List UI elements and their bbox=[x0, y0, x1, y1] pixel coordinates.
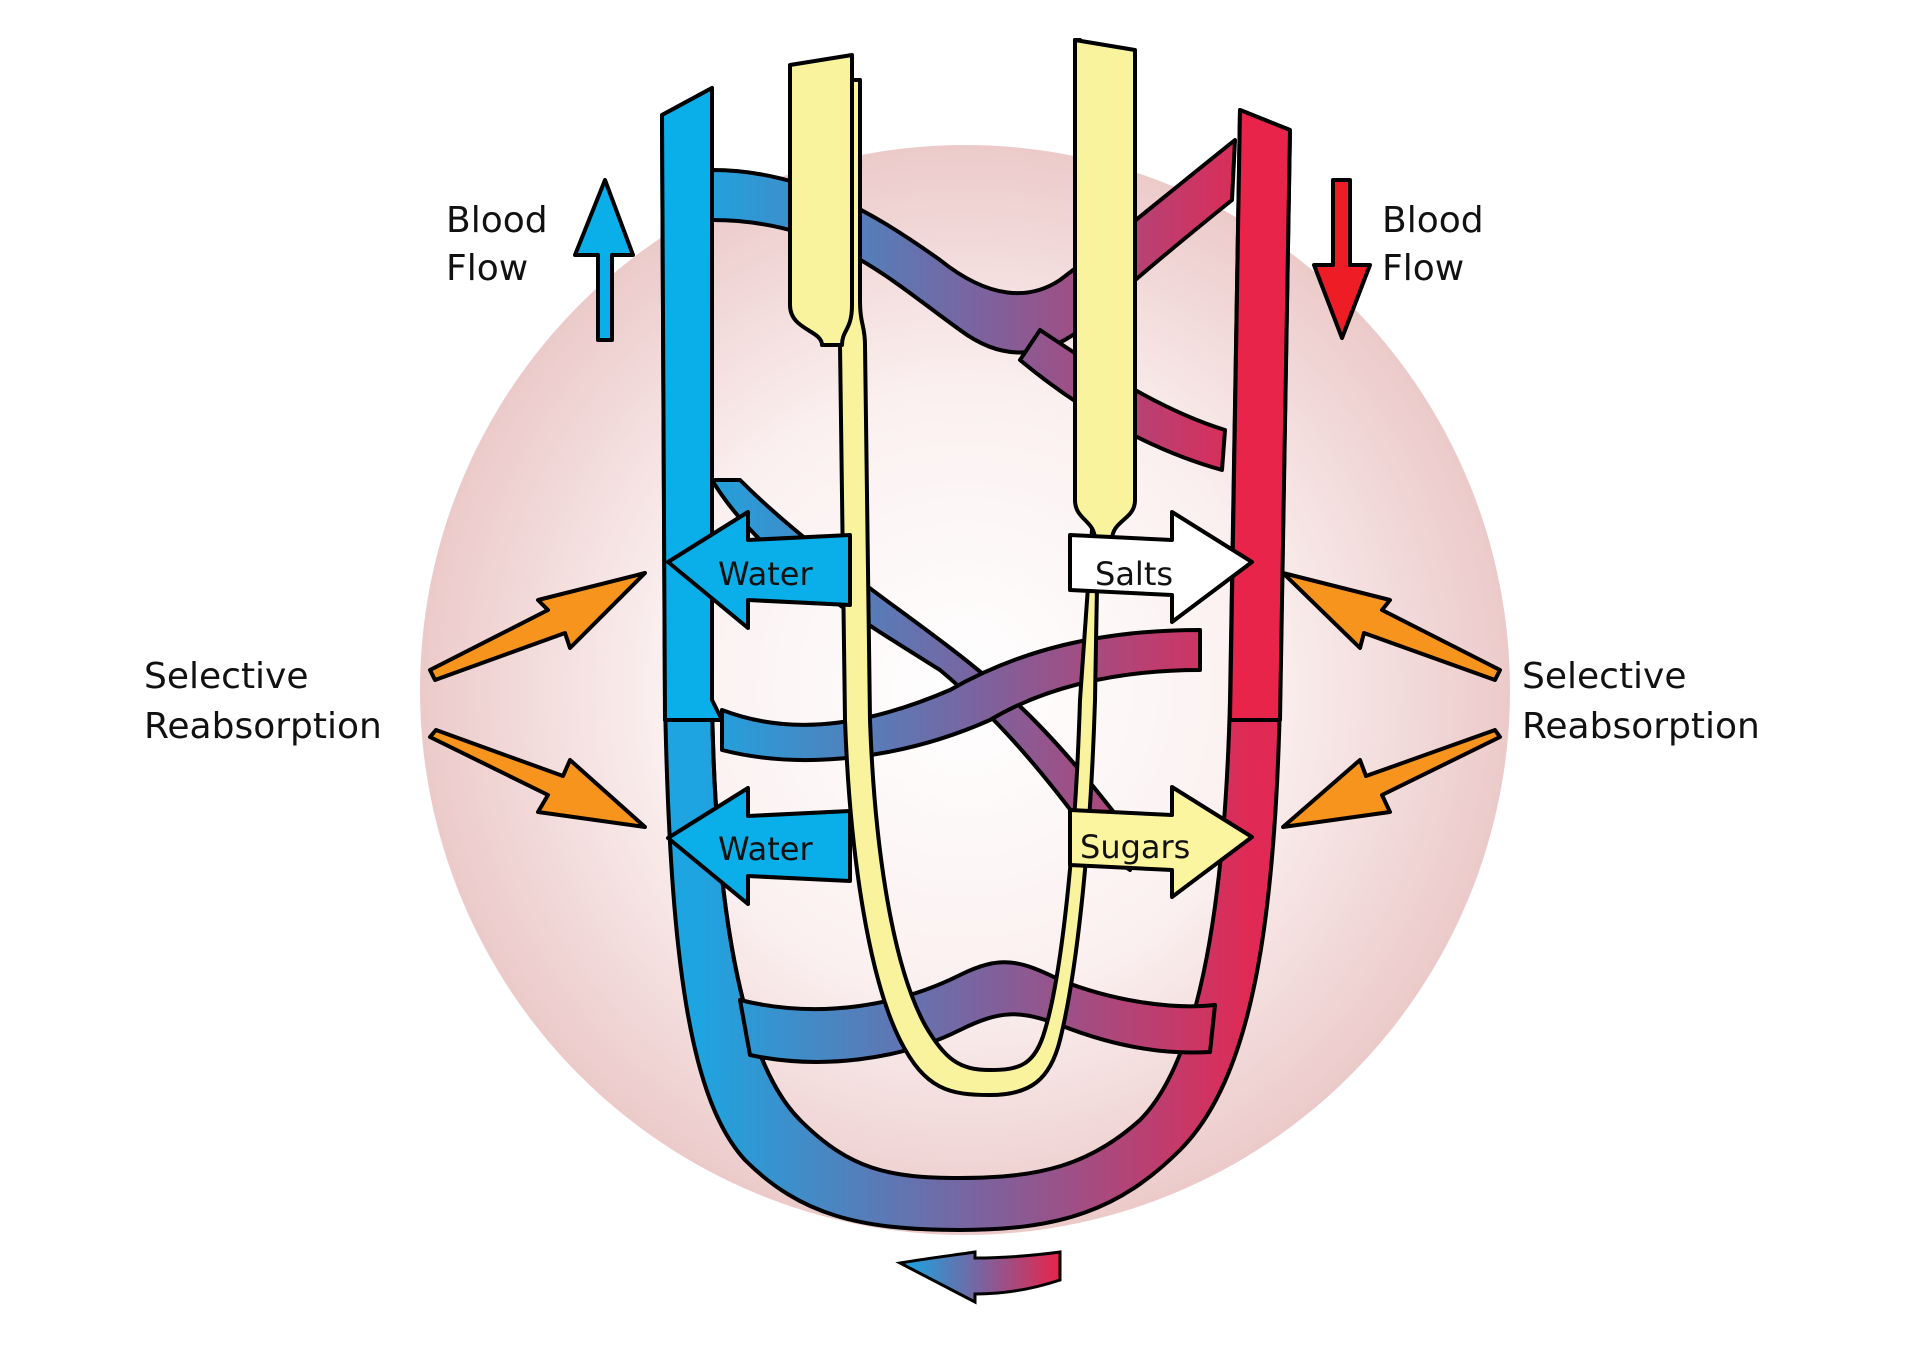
blood-flow-right-label-line2: Flow bbox=[1382, 248, 1464, 289]
capillary-connection-middle-b bbox=[720, 628, 1202, 762]
artery-right bbox=[1228, 108, 1292, 722]
water-arrow-upper-label: Water bbox=[718, 555, 813, 593]
blood-flow-left-label-line2: Flow bbox=[446, 248, 528, 289]
tubule-left-upper bbox=[788, 53, 854, 347]
blood-flow-right-label-line1: Blood bbox=[1382, 200, 1484, 241]
selective-pointer-left-lower bbox=[428, 728, 647, 829]
selective-pointer-right-upper bbox=[1281, 571, 1502, 682]
blood-flow-up-arrow-icon bbox=[573, 178, 635, 342]
capillary-connection-lower bbox=[738, 960, 1217, 1064]
selective-reabsorption-left-line1: Selective bbox=[144, 656, 309, 697]
water-arrow-upper: Water bbox=[666, 510, 852, 630]
selective-pointer-right-lower bbox=[1281, 728, 1502, 829]
selective-reabsorption-right-line1: Selective bbox=[1522, 656, 1687, 697]
tubule-right-upper bbox=[1073, 38, 1137, 542]
capillary-loop-inner bbox=[710, 699, 802, 1122]
salts-arrow-label: Salts bbox=[1095, 555, 1173, 593]
selective-reabsorption-right-line2: Reabsorption bbox=[1522, 706, 1760, 747]
sugars-arrow-label: Sugars bbox=[1080, 828, 1190, 866]
selective-reabsorption-left-line2: Reabsorption bbox=[144, 706, 382, 747]
water-arrow-lower-label: Water bbox=[718, 830, 813, 868]
circulation-direction-arrow-icon bbox=[895, 1250, 1062, 1305]
water-arrow-lower: Water bbox=[666, 786, 852, 906]
vein-left bbox=[660, 86, 724, 722]
blood-flow-left-label-line1: Blood bbox=[446, 200, 548, 241]
blood-flow-down-arrow-icon bbox=[1312, 178, 1372, 340]
sugars-arrow: Sugars bbox=[1068, 785, 1254, 899]
salts-arrow: Salts bbox=[1068, 510, 1254, 624]
selective-pointer-left-upper bbox=[428, 571, 647, 682]
